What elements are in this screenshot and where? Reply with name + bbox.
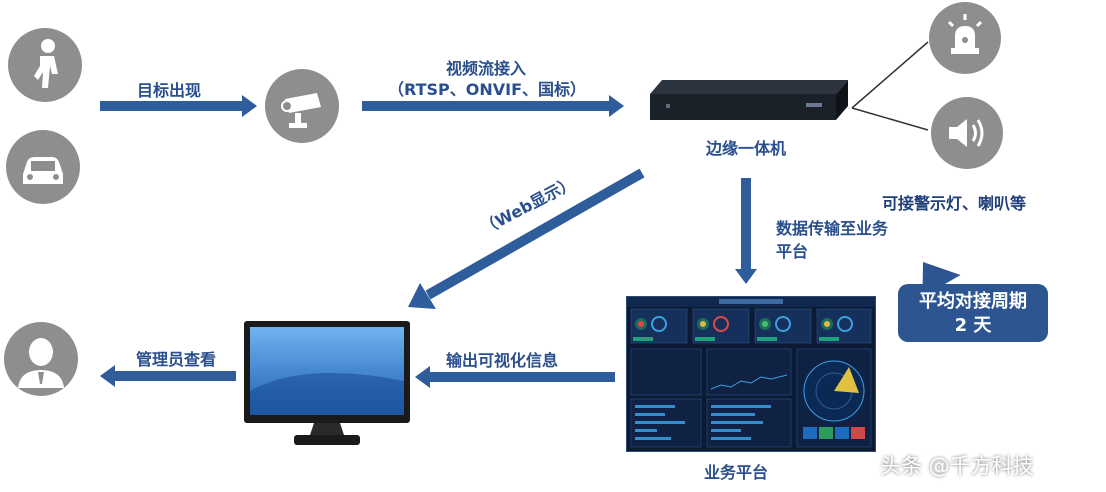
monitor-icon [244,321,410,448]
arrow-to-camera [100,95,257,117]
car-icon [6,130,80,204]
alarm-light-icon [929,2,1001,74]
callout-line2: 2 天 [954,315,992,336]
camera-icon [265,69,339,143]
label-data-transfer-1: 数据传输至业务 [776,219,889,238]
dashboard-screen [626,296,876,452]
speaker-icon [931,97,1003,169]
label-edge-device: 边缘一体机 [706,139,787,158]
callout-line1: 平均对接周期 [919,291,1027,312]
label-target-appear: 目标出现 [137,81,202,100]
label-alarm-devices: 可接警示灯、喇叭等 [882,194,1027,213]
admin-avatar-icon [4,322,78,396]
arrow-to-business-platform [735,178,757,284]
arrow-to-monitor [415,366,615,388]
watermark: 头条 @千方科技 [880,454,1034,478]
average-cycle-callout: 平均对接周期 2 天 [898,284,1048,342]
person-walking-icon [8,28,82,102]
label-stream-protocols: （RTSP、ONVIF、国标） [388,80,587,99]
label-output-visual: 输出可视化信息 [446,351,559,370]
label-data-transfer-2: 平台 [776,242,809,261]
label-business-platform: 业务平台 [704,463,769,482]
arrow-to-admin [100,365,236,387]
arrow-web-display [408,168,645,309]
server-icon [636,78,848,126]
label-admin-view: 管理员查看 [136,350,217,369]
label-stream-title: 视频流接入 [446,59,527,78]
alarm-connector-lines [851,41,929,131]
arrow-to-edge-device [362,95,624,117]
